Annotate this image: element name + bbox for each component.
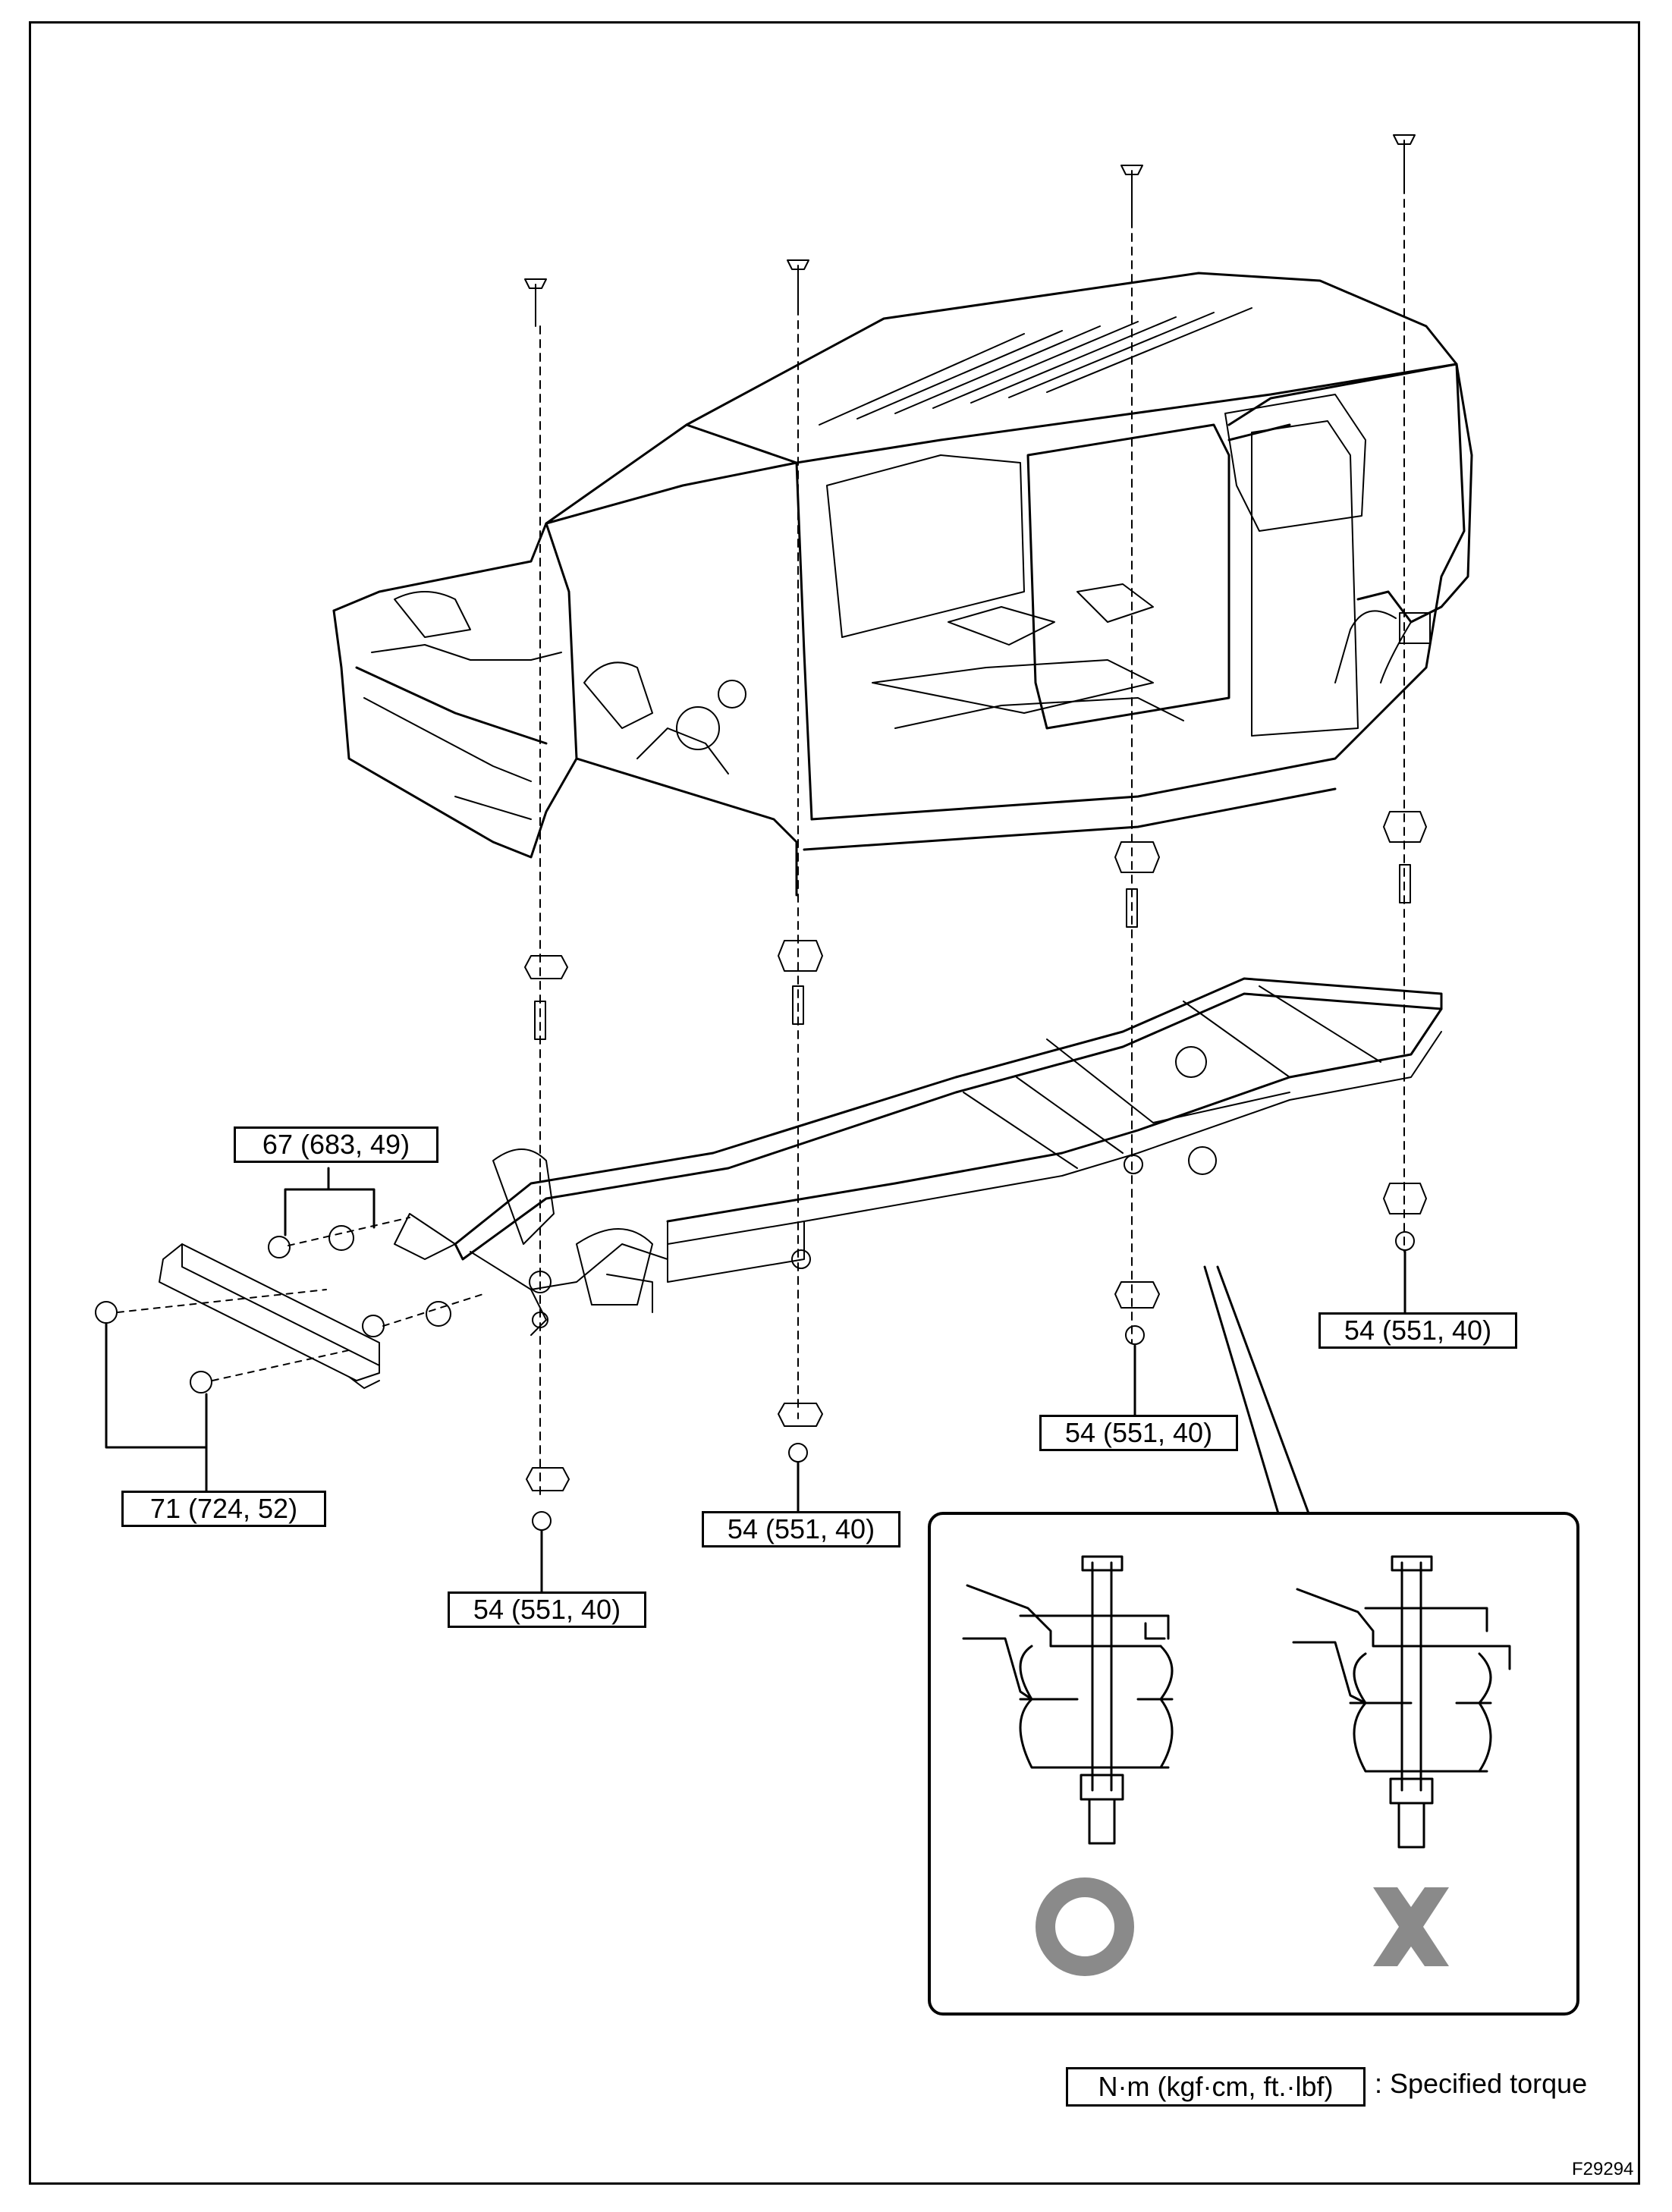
inset-incorrect-drawing xyxy=(1292,1555,1511,1849)
incorrect-mark-icon xyxy=(1373,1887,1449,1966)
torque-label-bumper-lower: 71 (724, 52) xyxy=(121,1491,326,1527)
torque-label-second-mount: 54 (551, 40) xyxy=(702,1511,900,1547)
figure-id: F29294 xyxy=(1572,2159,1634,2179)
leader-lines xyxy=(105,1167,1406,1593)
torque-label-front-mount: 54 (551, 40) xyxy=(448,1591,646,1628)
inset-box xyxy=(928,1512,1579,2016)
diagram-frame xyxy=(29,21,1640,2185)
inset-correct-drawing xyxy=(962,1555,1174,1845)
bumper-reinforcement xyxy=(159,1243,380,1389)
mount-bolts xyxy=(524,134,1416,1495)
vehicle-body-illustration xyxy=(332,272,1473,897)
torque-label-third-mount: 54 (551, 40) xyxy=(1039,1415,1238,1451)
legend-unit-box: N·m (kgf·cm, ft.·lbf) xyxy=(1066,2067,1366,2107)
lower-cushions xyxy=(526,1183,1427,1531)
bumper-bolts xyxy=(95,1217,486,1393)
correct-mark-icon xyxy=(1036,1877,1134,1976)
chassis-frame xyxy=(394,977,1443,1336)
torque-label-bumper-upper: 67 (683, 49) xyxy=(234,1126,438,1163)
torque-label-rear-mount: 54 (551, 40) xyxy=(1318,1312,1517,1349)
legend-description: : Specified torque xyxy=(1375,2068,1588,2099)
callout-pointer xyxy=(1203,1265,1310,1515)
upper-cushions xyxy=(524,811,1427,1040)
